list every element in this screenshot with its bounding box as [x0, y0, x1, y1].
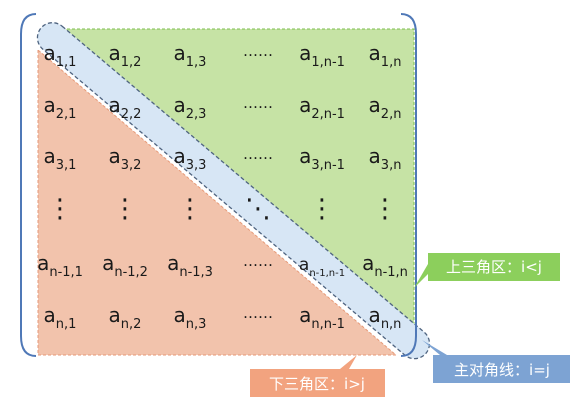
- matrix-cell-r5-c4: ……: [243, 252, 273, 270]
- matrix-cell-r2-c6: a2,n: [369, 93, 402, 122]
- matrix-cell-r2-c4: ……: [243, 94, 273, 112]
- matrix-cell-r2-c2: a2,2: [109, 93, 142, 122]
- matrix-cell-r3-c3: a3,3: [174, 144, 207, 173]
- upper-triangle-callout: 上三角区：i<j: [414, 253, 560, 288]
- matrix-cell-r4-c4: ⋱: [245, 194, 271, 224]
- matrix-cell-r6-c2: an,2: [109, 303, 142, 332]
- matrix-cell-r1-c6: a1,n: [369, 41, 402, 70]
- upper-triangle-label: 上三角区：i<j: [446, 258, 542, 276]
- matrix-cell-r3-c4: ……: [243, 145, 273, 163]
- matrix-cell-r1-c4: ……: [243, 42, 273, 60]
- matrix-cell-r1-c3: a1,3: [174, 41, 207, 70]
- right-matrix-bracket: [400, 13, 417, 357]
- matrix-cell-r5-c5: an-1,n-1: [299, 255, 345, 279]
- matrix-cell-r3-c6: a3,n: [369, 144, 402, 173]
- main-diagonal-callout: 主对角线：i=j: [422, 340, 570, 383]
- matrix-cells: a1,1 a1,2 a1,3 …… a1,n-1 a1,n a2,1 a2,2 a2,3 …… a2…: [37, 41, 408, 332]
- matrix-cell-r3-c1: a3,1: [44, 144, 77, 173]
- matrix-cell-r6-c3: an,3: [174, 303, 207, 332]
- matrix-cell-r1-c5: a1,n-1: [299, 41, 345, 70]
- main-diagonal-label: 主对角线：i=j: [454, 361, 550, 379]
- matrix-cell-r1-c2: a1,2: [109, 41, 142, 70]
- main-diagonal-band: [36, 22, 431, 360]
- matrix-cell-r4-c1: ⋮: [47, 194, 73, 224]
- matrix-cell-r4-c5: ⋮: [309, 194, 335, 224]
- matrix-cell-r4-c2: ⋮: [112, 194, 138, 224]
- matrix-cell-r2-c5: a2,n-1: [299, 93, 345, 122]
- matrix-cell-r6-c4: ……: [243, 304, 273, 322]
- matrix-cell-r6-c5: an,n-1: [299, 303, 345, 332]
- matrix-cell-r4-c6: ⋮: [372, 194, 398, 224]
- matrix-cell-r4-c3: ⋮: [177, 194, 203, 224]
- left-matrix-bracket: [20, 13, 37, 357]
- lower-triangle-label: 下三角区：i>j: [269, 375, 365, 393]
- matrix-cell-r2-c1: a2,1: [44, 93, 77, 122]
- matrix-cell-r3-c2: a3,2: [109, 144, 142, 173]
- matrix-cell-r3-c5: a3,n-1: [299, 144, 345, 173]
- matrix-cell-r1-c1: a1,1: [44, 41, 77, 70]
- matrix-cell-r5-c6: an-1,n: [362, 251, 408, 280]
- matrix-cell-r2-c3: a2,3: [174, 93, 207, 122]
- matrix-cell-r5-c3: an-1,3: [167, 251, 213, 280]
- matrix-cell-r5-c1: an-1,1: [37, 251, 83, 280]
- lower-triangle-callout: 下三角区：i>j: [250, 355, 385, 397]
- matrix-cell-r6-c6: an,n: [369, 303, 402, 332]
- matrix-cell-r5-c2: an-1,2: [102, 251, 148, 280]
- matrix-cell-r6-c1: an,1: [44, 303, 77, 332]
- lower-triangle-outline: [37, 48, 398, 356]
